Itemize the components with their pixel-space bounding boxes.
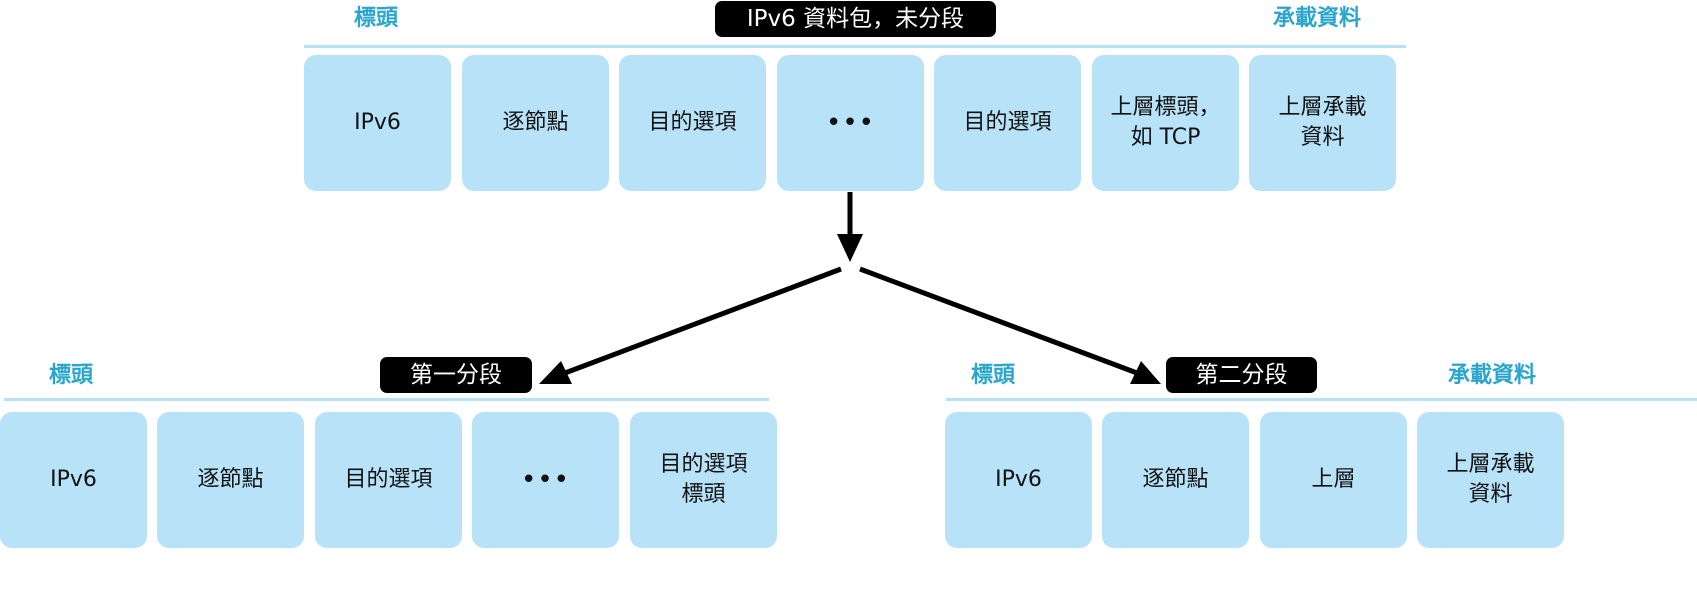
top-box-destination-options: 目的選項 <box>619 55 766 191</box>
top-box-destination-options-2: 目的選項 <box>934 55 1081 191</box>
second-fragment-title: 第二分段 <box>1166 357 1317 393</box>
first-box-destination-options-header: 目的選項 標頭 <box>630 412 777 548</box>
second-divider <box>946 398 1697 401</box>
top-box-upper-layer-payload: 上層承載 資料 <box>1249 55 1396 191</box>
top-title: IPv6 資料包，未分段 <box>715 1 996 37</box>
top-divider <box>304 45 1406 48</box>
second-payload-label: 承載資料 <box>1448 363 1537 388</box>
down-arrow <box>837 192 863 262</box>
first-box-ipv6: IPv6 <box>0 412 147 548</box>
arrow-to-second-fragment <box>859 266 1161 384</box>
first-box-hop-by-hop: 逐節點 <box>157 412 304 548</box>
second-header-label: 標頭 <box>971 363 1016 388</box>
first-box-ellipsis: ••• <box>472 412 619 548</box>
top-header-label: 標頭 <box>354 6 399 31</box>
top-box-upper-layer-header: 上層標頭， 如 TCP <box>1092 55 1239 191</box>
first-divider <box>4 398 769 401</box>
top-box-hop-by-hop: 逐節點 <box>462 55 609 191</box>
top-box-ellipsis: ••• <box>777 55 924 191</box>
first-box-destination-options: 目的選項 <box>315 412 462 548</box>
arrow-to-first-fragment <box>539 266 842 384</box>
second-box-ipv6: IPv6 <box>945 412 1092 548</box>
top-box-ipv6: IPv6 <box>304 55 451 191</box>
second-box-upper-layer: 上層 <box>1260 412 1407 548</box>
second-box-hop-by-hop: 逐節點 <box>1102 412 1249 548</box>
first-header-label: 標頭 <box>49 363 94 388</box>
top-payload-label: 承載資料 <box>1273 6 1362 31</box>
first-fragment-title: 第一分段 <box>380 357 532 393</box>
second-box-upper-layer-payload: 上層承載 資料 <box>1417 412 1564 548</box>
